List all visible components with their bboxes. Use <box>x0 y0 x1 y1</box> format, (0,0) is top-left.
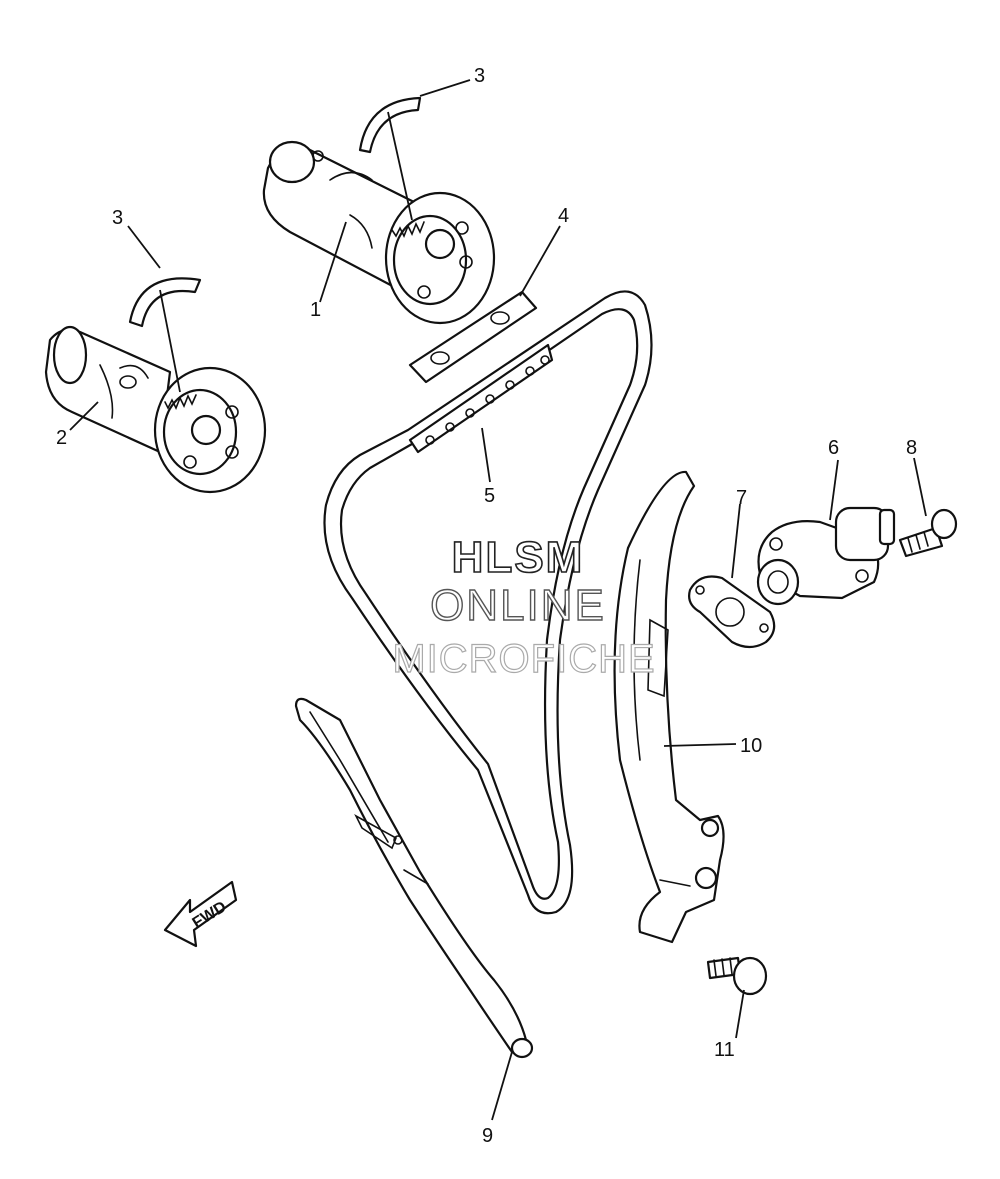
callout-10: 10 <box>740 735 762 757</box>
callout-11: 11 <box>714 1039 735 1061</box>
chain-guide-4 <box>408 290 538 384</box>
callout-8: 8 <box>906 437 917 459</box>
callout-5: 5 <box>484 485 495 507</box>
callout-3-upper: 3 <box>474 65 485 87</box>
leader-lines <box>69 79 927 1121</box>
chain-guide-9 <box>294 697 534 1059</box>
camshaft-2 <box>44 325 267 494</box>
circlip-3-lower <box>128 277 202 328</box>
chain-links-detail <box>408 343 554 454</box>
callout-1: 1 <box>310 299 321 321</box>
chain-guide-10 <box>613 470 725 944</box>
watermark: HLSM ONLINE MICROFICHE <box>392 532 656 681</box>
tensioner-6 <box>756 506 896 606</box>
watermark-line-2: ONLINE <box>430 581 606 630</box>
gasket-7 <box>688 575 776 649</box>
watermark-line-1: HLSM <box>452 533 585 582</box>
bolt-8 <box>898 508 958 558</box>
camshaft-1 <box>262 140 496 325</box>
callout-2: 2 <box>56 427 67 449</box>
cam-chain <box>323 290 653 915</box>
callout-4: 4 <box>558 205 569 227</box>
callout-9: 9 <box>482 1125 493 1147</box>
callout-3-lower: 3 <box>112 207 123 229</box>
bolt-11 <box>706 956 768 996</box>
callouts: 3 3 4 1 2 5 6 8 7 10 11 9 <box>56 65 917 1147</box>
fwd-arrow-icon: FWD <box>163 880 238 948</box>
watermark-line-3: MICROFICHE <box>392 637 655 681</box>
circlip-3-upper <box>358 96 422 154</box>
callout-7: 7 <box>736 487 747 509</box>
callout-6: 6 <box>828 437 839 459</box>
